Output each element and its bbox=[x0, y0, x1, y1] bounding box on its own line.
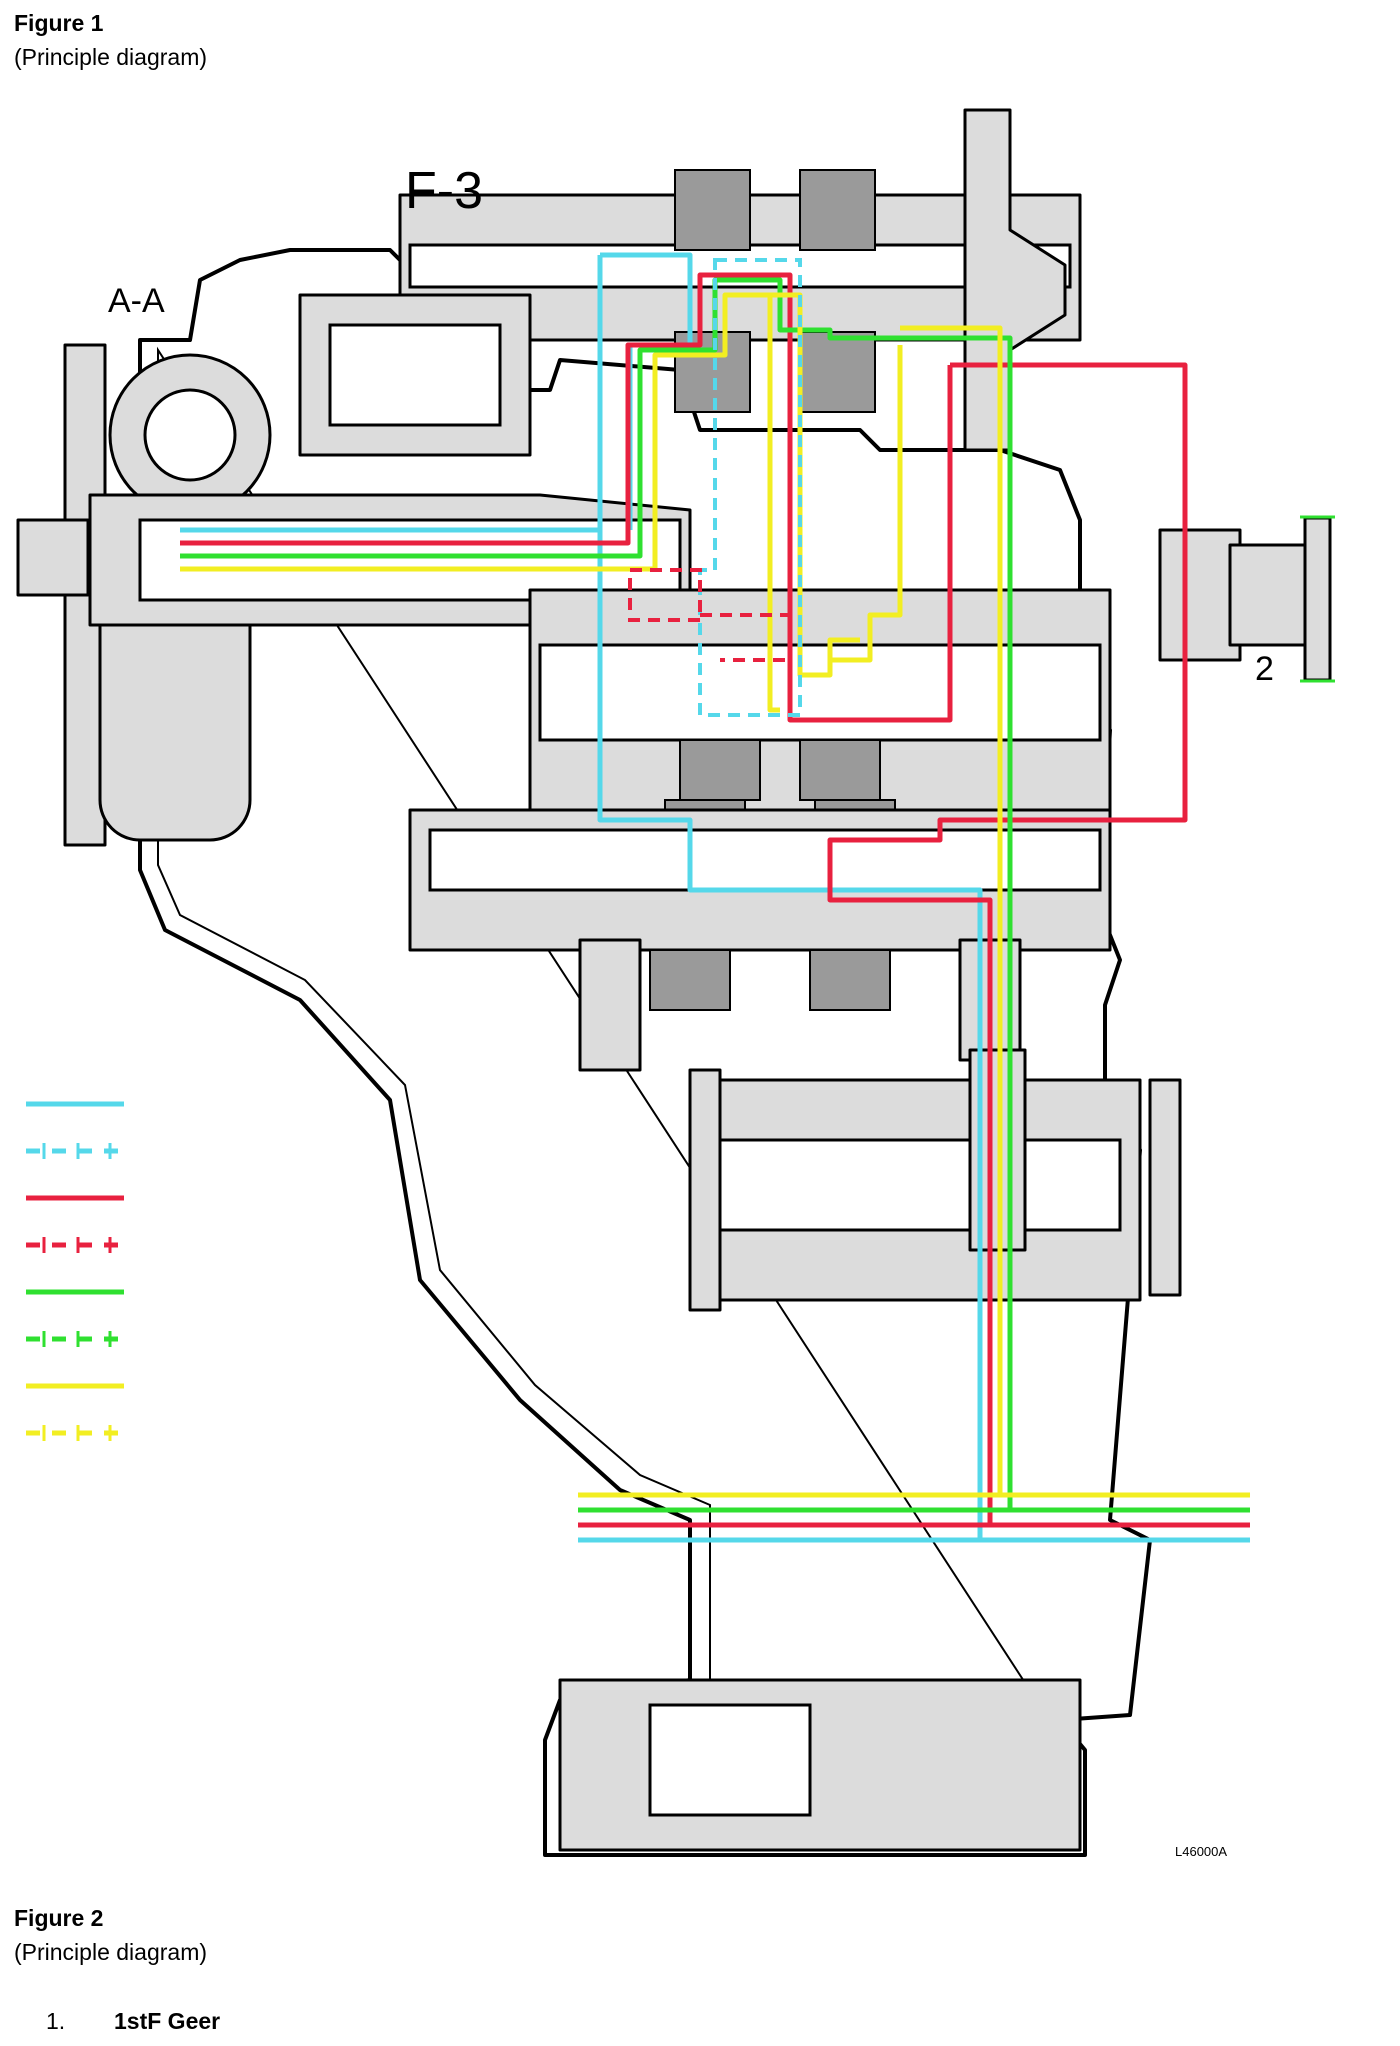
valve-label: F-3 bbox=[405, 162, 483, 220]
legend bbox=[26, 1101, 124, 1441]
transmission-housing bbox=[16, 108, 1335, 1857]
pump-chamber bbox=[328, 323, 502, 427]
clutch-pack-bottom-right bbox=[809, 949, 891, 1011]
oil-filter bbox=[648, 1703, 812, 1817]
legend-swatch-yellow-dashed bbox=[26, 1425, 124, 1441]
figure1-title: Figure 1 bbox=[14, 10, 104, 36]
clutch-pack-top-left bbox=[674, 169, 751, 251]
clutch-pack-top-right-lower bbox=[799, 331, 876, 413]
oil-flow-path-yellow bbox=[180, 292, 780, 713]
oil-flow-path-yellow bbox=[770, 292, 860, 678]
oil-flow-dashed-red bbox=[700, 613, 792, 662]
clutch-pack-top-right bbox=[799, 169, 876, 251]
bottom-output-shaft bbox=[718, 1138, 1122, 1232]
output-yoke-housing bbox=[1158, 528, 1242, 662]
oil-flow-path-red bbox=[180, 272, 953, 723]
legend-swatch-cyan-dashed bbox=[26, 1143, 124, 1159]
legend-swatch-red-dashed bbox=[26, 1237, 124, 1253]
oil-flow-path-green bbox=[180, 277, 1250, 1513]
figure2-title: Figure 2 bbox=[14, 1905, 104, 1931]
bottom-flange-right bbox=[1148, 1078, 1182, 1297]
valve-flange bbox=[963, 108, 1067, 452]
clutch-pack-mid-left bbox=[679, 739, 761, 801]
lower-shaft bbox=[428, 828, 1102, 892]
oil-flow-dashed-red bbox=[628, 568, 702, 622]
drawing-code: L46000A bbox=[1175, 1844, 1227, 1859]
oil-flow-dashed-cyan bbox=[698, 258, 802, 717]
main-shaft bbox=[538, 643, 1102, 742]
output-label: 2 bbox=[1255, 650, 1274, 688]
lower-gear-left bbox=[578, 938, 642, 1072]
transmission-diagram: A-A F-3 2 L46000A bbox=[16, 108, 1335, 1859]
oil-flow-path-yellow bbox=[830, 345, 903, 663]
input-shaft bbox=[138, 518, 682, 602]
input-flange bbox=[16, 518, 90, 597]
clutch-pack-mid-right bbox=[799, 739, 881, 801]
bottom-flange-left bbox=[688, 1068, 722, 1312]
converter-hub bbox=[143, 388, 237, 482]
legend-swatch-green-dashed bbox=[26, 1331, 124, 1347]
figure1-subtitle: (Principle diagram) bbox=[14, 44, 208, 70]
clutch-pack-bottom-left bbox=[649, 949, 731, 1011]
section-label: A-A bbox=[108, 282, 165, 320]
oil-flow-path-red bbox=[827, 362, 1250, 1528]
figure2-subtitle: (Principle diagram) bbox=[14, 1939, 208, 1965]
oil-pan bbox=[558, 1678, 1082, 1852]
list-item-text: 1stF Geer bbox=[114, 2008, 221, 2034]
oil-flow-lines bbox=[180, 252, 1250, 1543]
output-flange bbox=[1303, 516, 1332, 682]
list-item-number: 1. bbox=[46, 2008, 66, 2034]
